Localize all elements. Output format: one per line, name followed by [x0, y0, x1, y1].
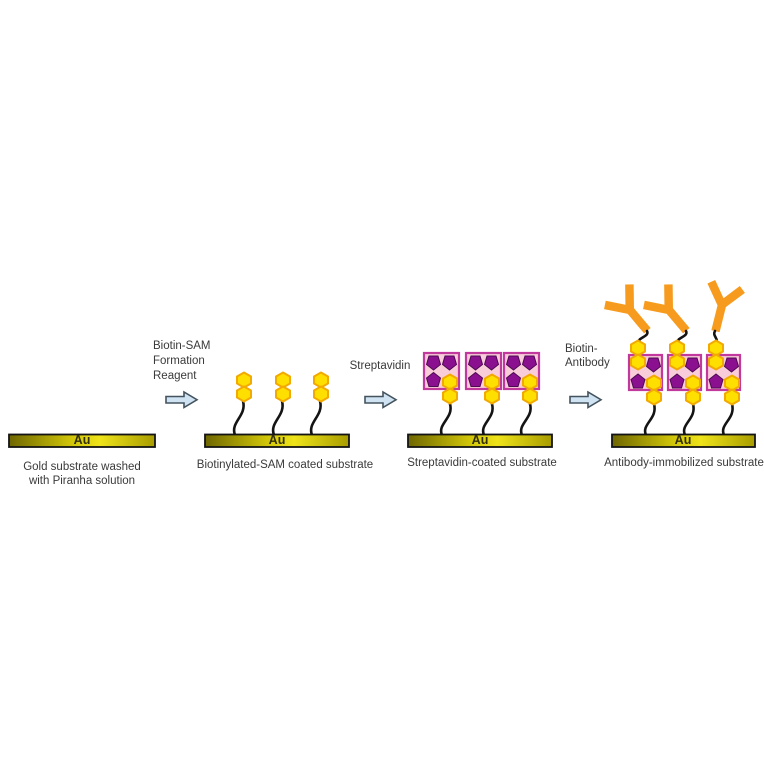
- arrow-label-line: Reagent: [153, 370, 197, 382]
- process-arrow-icon: [364, 391, 397, 409]
- sam-chain: [309, 399, 322, 437]
- sam-chain: [439, 402, 452, 437]
- antibody-unit: [643, 284, 703, 437]
- caption-line: Gold substrate washed: [23, 461, 141, 473]
- sam-chain: [271, 399, 284, 437]
- antibody-icon: [643, 284, 690, 334]
- substrate-label: Au: [674, 433, 692, 447]
- antibody-unit: [604, 284, 664, 437]
- gold-bar: [611, 433, 756, 448]
- stage-gold-substrate: [8, 433, 156, 448]
- biotin-icon: [236, 371, 252, 403]
- process-arrow-icon: [569, 391, 602, 409]
- arrow-label-line: Biotin-SAM: [153, 340, 211, 352]
- sam-chain: [643, 402, 656, 437]
- sam-chain: [519, 402, 532, 437]
- substrate-label: Au: [471, 433, 489, 447]
- biotin-icon: [313, 371, 329, 403]
- antibody-unit: [705, 279, 745, 437]
- stage-caption-streptavidin-coated: Streptavidin-coated substrate: [407, 457, 557, 469]
- stage-caption-biotinylated-sam: Biotinylated-SAM coated substrate: [196, 459, 374, 471]
- arrow-label-streptavidin: Streptavidin: [349, 360, 411, 372]
- arrow-label-biotin-antibody: Biotin- Antibody: [565, 343, 610, 370]
- process-arrow-icon: [165, 391, 198, 409]
- stage-caption-gold-substrate: Gold substrate washed with Piranha solut…: [23, 460, 141, 488]
- arrow-label-line: Antibody: [565, 356, 610, 369]
- substrate-label: Au: [73, 433, 91, 447]
- gold-bar: [407, 433, 553, 448]
- stage-caption-antibody-immobilized: Antibody-immobilized substrate: [604, 457, 764, 469]
- antibody-icon: [707, 279, 745, 333]
- arrow-label-line: Biotin-: [565, 343, 598, 355]
- sam-chain: [481, 402, 494, 437]
- streptavidin-unit: [464, 351, 503, 437]
- substrate-label: Au: [268, 433, 286, 447]
- arrow-label-biotin-sam: Biotin-SAM Formation Reagent: [153, 339, 211, 384]
- biotin-icon: [275, 371, 291, 403]
- streptavidin-unit: [502, 351, 541, 437]
- stage-streptavidin-coated: [407, 351, 553, 448]
- antibody-icon: [604, 284, 651, 334]
- sam-chain: [232, 399, 245, 437]
- stage-biotinylated-sam: [204, 371, 350, 448]
- streptavidin-unit: [422, 351, 461, 437]
- sam-chain: [721, 402, 734, 437]
- sam-chain: [682, 402, 695, 437]
- stage-antibody-immobilized: [604, 279, 756, 448]
- gold-bar: [8, 433, 156, 448]
- arrow-label-line: Formation: [153, 355, 205, 367]
- caption-line: with Piranha solution: [28, 475, 136, 487]
- gold-bar: [204, 433, 350, 448]
